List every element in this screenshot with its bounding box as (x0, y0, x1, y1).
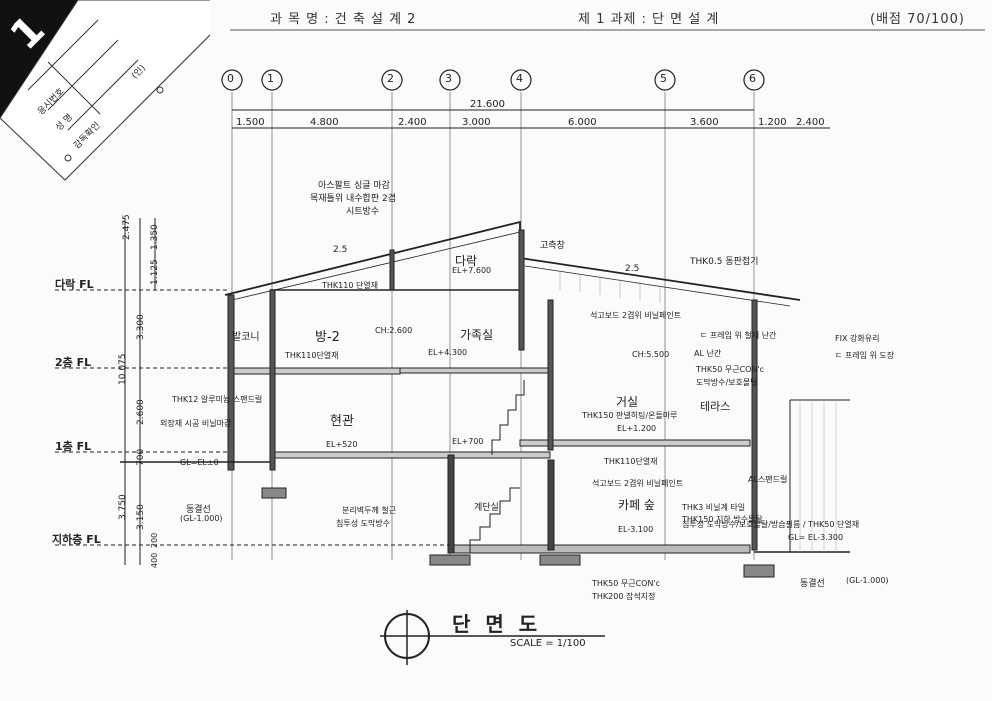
roof-slope-right: 2.5 (625, 264, 640, 274)
floor-finish-note: THK150 판넬히팅/온돌마루 (582, 411, 678, 420)
level-attic: 다락 FL (55, 278, 94, 291)
top-light-note: 고측창 (540, 241, 565, 251)
room2-label: 방-2 (315, 330, 340, 345)
span-7: 1.200 (758, 117, 787, 128)
grid-axis-2: 2 (387, 72, 394, 85)
terrace-label: 테라스 (700, 400, 731, 413)
vdim-6: 700 (136, 448, 146, 466)
plasterboard-note: 석고보드 2겹위 비닐페인트 (590, 311, 682, 320)
glass-note: FIX 강화유리 (835, 334, 880, 343)
grid-axis-3: 3 (445, 72, 452, 85)
span-1: 1.500 (236, 117, 265, 128)
living-label: 거실 (616, 395, 639, 409)
grid-axis-4: 4 (516, 72, 523, 85)
span-2: 4.800 (310, 117, 339, 128)
vdim-7: 3.150 (136, 504, 146, 530)
course-title: 과 목 명 : 건 축 설 계 2 (270, 12, 417, 27)
vdim-5: 2.600 (136, 399, 146, 425)
attic-label: 다락 (455, 254, 478, 268)
grid-axis-0: 0 (227, 72, 234, 85)
total-dimension: 21.600 (470, 99, 505, 110)
wall-thickness-note: 분리벽두께 철근 (342, 506, 397, 515)
el700-label: EL+700 (452, 437, 484, 446)
vdim-4: 10.075 (118, 353, 128, 386)
cafe-el: EL-3.100 (618, 525, 654, 534)
first-floor-insulation: THK110단열재 (604, 457, 658, 466)
roof-note-3: 시트방수 (346, 207, 380, 217)
frost-line-right: 동결선 (800, 579, 825, 589)
grid-axis-6: 6 (749, 72, 756, 85)
entrance-label: 현관 (330, 414, 354, 429)
living-ch: CH:5.500 (632, 350, 670, 359)
grid-axis-5: 5 (660, 72, 667, 85)
vdim-0: 2.475 (122, 214, 132, 240)
span-3: 2.400 (398, 117, 427, 128)
al-spandrel-note: AL스팬드럴 (748, 475, 788, 484)
basement-plaster-note: 석고보드 2겹위 비닐페인트 (592, 479, 684, 488)
slab-concrete-note: THK50 무근CON'c (592, 579, 661, 588)
concrete-note: THK50 무근CON'c (696, 365, 765, 374)
span-8: 2.400 (796, 117, 825, 128)
vdim-9: 200 (150, 532, 159, 548)
header-rule (230, 29, 985, 31)
basement-note-1: THK3 비닐계 타일 (682, 503, 746, 512)
attic-el: EL+7.600 (452, 266, 492, 275)
basement-note-3: 침투성 도막방수/보호몰탈/방습필름 / THK50 단열재 (682, 520, 860, 529)
assignment-title: 제 1 과제 : 단 면 설 계 (578, 12, 720, 27)
stair-label: 계단실 (474, 503, 499, 513)
steel-rail-note: ㄷ 프레임 위 철재 난간 (700, 331, 777, 340)
rail-insulation: THK110단열재 (285, 351, 339, 360)
score-label: (배점 70/100) (870, 12, 965, 27)
level-basement: 지하층 FL (52, 533, 101, 546)
vdim-1: 1.350 (150, 224, 160, 250)
family-room-label: 가족실 (460, 328, 494, 342)
gravel-note: THK200 잡석지정 (592, 592, 656, 601)
frost-line-left: 동결선 (186, 505, 211, 515)
span-6: 3.600 (690, 117, 719, 128)
level-2f: 2층 FL (55, 356, 92, 369)
grid-axis-1: 1 (267, 72, 274, 85)
galvanized-note: THK0.5 동판접기 (690, 257, 759, 267)
cafe-label: 카페 숲 (618, 498, 655, 512)
exterior-note: THK12 알루미늄 스팬드럴 (172, 395, 263, 404)
family-room-el: EL+4.300 (428, 348, 468, 357)
frame-paint-note: ㄷ 프레임 위 도장 (835, 351, 895, 360)
level-1f: 1층 FL (55, 440, 92, 453)
wall-note: 외장재 시공 비닐마감 (160, 419, 232, 428)
span-4: 3.000 (462, 117, 491, 128)
drawing-title: 단 면 도 (452, 612, 542, 636)
span-5: 6.000 (568, 117, 597, 128)
roof-note-1: 아스팔트 싱글 마감 (318, 181, 390, 191)
gl-base-note: GL= EL-3.300 (788, 533, 844, 542)
living-el: EL+1.200 (617, 424, 657, 433)
vdim-3: 3.300 (136, 314, 146, 340)
vdim-2: 1.125 (150, 259, 160, 285)
entrance-el: EL+520 (326, 440, 358, 449)
roof-note-2: 목재틀위 내수합판 2겹 (310, 194, 396, 204)
gl-note: GL=EL±0 (180, 458, 219, 467)
exam-stamp: 1 응시번호 성 명 감독확인 (인) (0, 0, 210, 190)
grid-axis-bubbles (221, 69, 765, 91)
frost-line-right-gl: (GL-1.000) (846, 576, 889, 585)
roof-insulation: THK110 단열재 (322, 281, 379, 290)
frost-line-left-gl: (GL-1.000) (180, 514, 223, 523)
vdim-8: 3.750 (118, 494, 128, 520)
roof-slope-left: 2.5 (333, 245, 348, 255)
alum-rail-note: AL 난간 (694, 349, 722, 358)
wall-waterproof-note: 침투성 도막방수 (336, 519, 391, 528)
waterproof-note: 도막방수/보호몰탈 (696, 378, 758, 387)
balcony-label: 발코니 (232, 332, 260, 343)
room2-ch: CH:2.600 (375, 326, 413, 335)
drawing-scale: SCALE = 1/100 (510, 638, 586, 649)
basement-note-2: THK150 지하 방수몰탈 (682, 515, 763, 524)
vdim-10: 400 (150, 552, 159, 568)
